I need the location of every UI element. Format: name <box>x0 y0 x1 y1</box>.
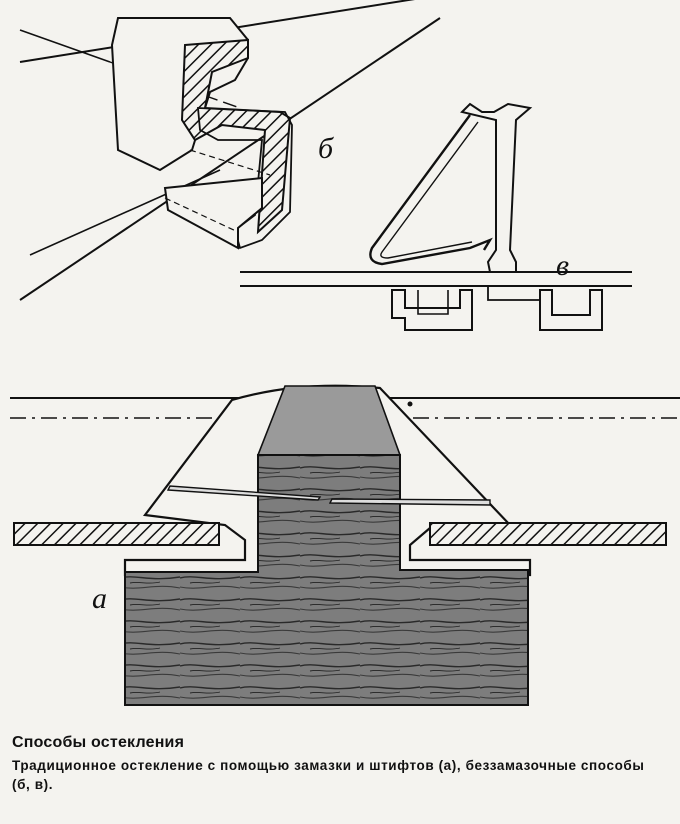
putty-method-a <box>10 384 680 706</box>
label-b: б <box>318 132 334 165</box>
glazing-methods-illustration: б в а <box>10 0 680 706</box>
spring-clip-method-v <box>240 102 632 331</box>
caption-body: Традиционное остекление с помощью замазк… <box>12 758 645 792</box>
clip-method-b <box>19 0 441 301</box>
label-v: в <box>556 249 569 282</box>
caption-title: Способы остекления <box>12 734 185 751</box>
caption: Способы остекления Традиционное остеклен… <box>12 734 662 794</box>
label-a: а <box>92 582 107 615</box>
